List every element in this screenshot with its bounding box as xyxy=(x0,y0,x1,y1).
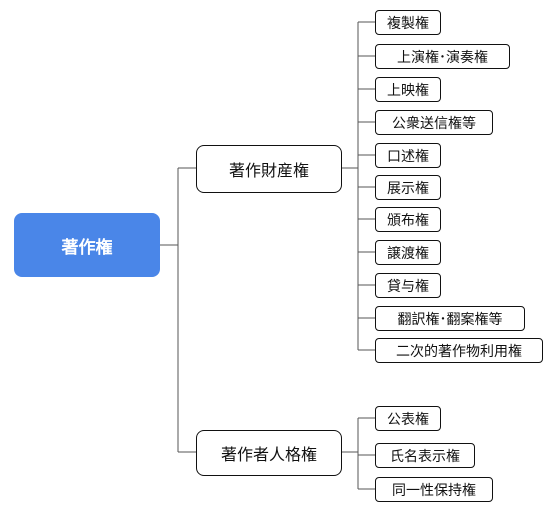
branch-node-economic-rights: 著作財産権 xyxy=(196,145,342,193)
leaf-node: 上映権 xyxy=(375,77,441,102)
leaf-node: 貸与権 xyxy=(375,273,441,298)
connector-branch-2-bus xyxy=(342,418,359,489)
connector-branch-1-bus xyxy=(342,22,359,350)
leaf-node: 公衆送信権等 xyxy=(375,110,493,135)
leaf-node: 翻訳権･翻案権等 xyxy=(375,306,525,331)
leaf-node: 複製権 xyxy=(375,10,441,35)
leaf-node: 氏名表示権 xyxy=(375,443,475,468)
leaf-node: 譲渡権 xyxy=(375,240,441,265)
branch-node-moral-rights: 著作者人格権 xyxy=(196,430,342,476)
leaf-node: 公表権 xyxy=(375,406,441,431)
leaf-node: 口述権 xyxy=(375,143,441,168)
leaf-node: 上演権･演奏権 xyxy=(375,44,510,69)
leaf-node: 展示権 xyxy=(375,175,441,200)
leaf-node: 同一性保持権 xyxy=(375,477,493,502)
leaf-node: 頒布権 xyxy=(375,207,441,232)
leaf-node: 二次的著作物利用権 xyxy=(375,338,543,363)
connector-root-trunk xyxy=(160,168,179,452)
root-node: 著作権 xyxy=(14,213,160,277)
